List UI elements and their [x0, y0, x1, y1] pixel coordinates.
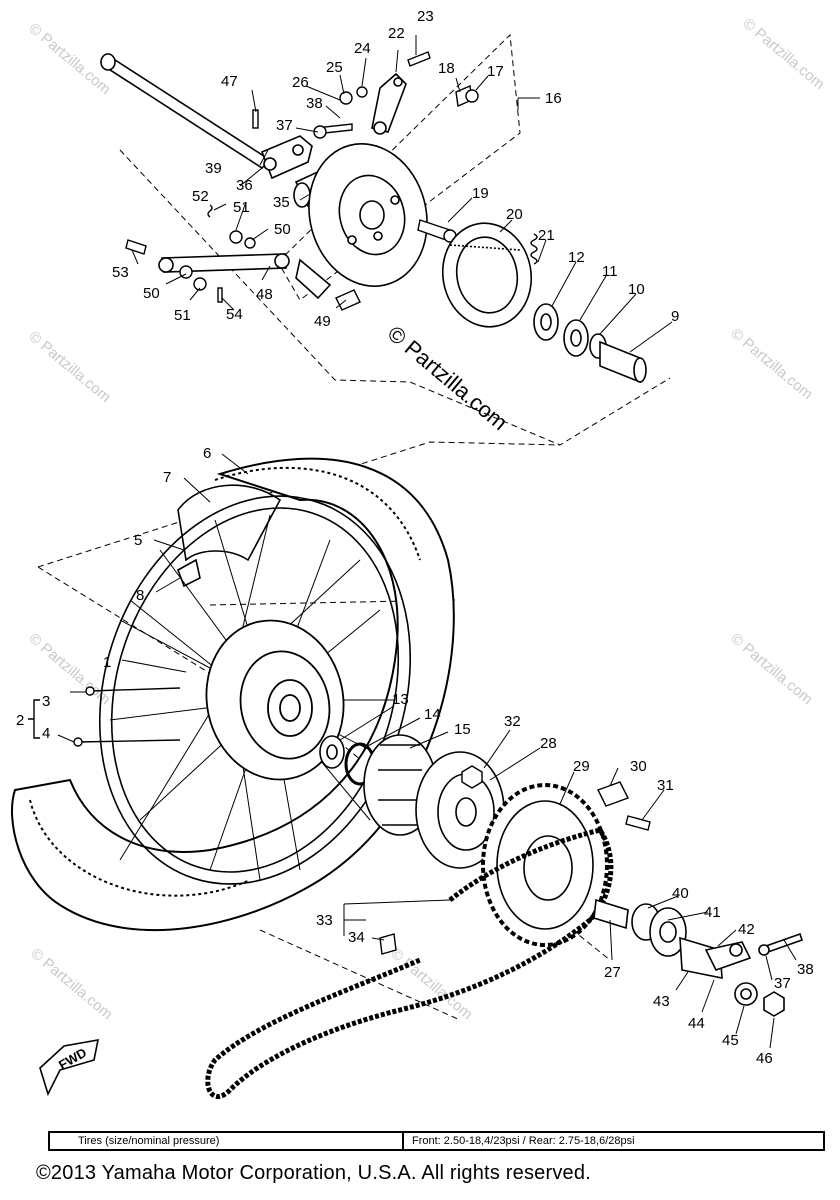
callout-label: 13: [392, 691, 409, 708]
callout-label: 15: [454, 721, 471, 738]
callout-label: 37: [774, 975, 791, 992]
forward-arrow-icon: FWD: [39, 1039, 100, 1097]
callout-label: 28: [540, 735, 557, 752]
brake-spring: [530, 233, 538, 265]
callout-label: 2: [16, 712, 24, 729]
callout-label: 43: [653, 993, 670, 1010]
callout-label: 38: [797, 961, 814, 978]
watermark-text: © Partzilla.com: [27, 945, 115, 1023]
hub-spacer: [599, 340, 647, 384]
callout-label: 39: [205, 160, 222, 177]
callout-label: 52: [192, 188, 209, 205]
callout-label: 51: [174, 307, 191, 324]
brake-shoes: [441, 222, 533, 328]
brake-cam-lever: [371, 72, 407, 135]
callout-label: 8: [136, 587, 144, 604]
callout-label: 9: [671, 308, 679, 325]
rear-sprocket: [481, 783, 609, 947]
torque-arm-hardware: [125, 204, 361, 311]
callout-label: 26: [292, 74, 309, 91]
callout-label: 7: [163, 469, 171, 486]
chain-joint: [379, 933, 397, 955]
callout-label: 18: [438, 60, 455, 77]
callout-label: 41: [704, 904, 721, 921]
drive-chain: [205, 827, 614, 1099]
callout-label: 45: [722, 1032, 739, 1049]
tire-spec-label: Tires (size/nominal pressure): [50, 1133, 404, 1149]
callout-label: 46: [756, 1050, 773, 1067]
callout-label: 35: [273, 194, 290, 211]
watermark-text: © Partzilla.com: [727, 630, 815, 708]
callout-label: 27: [604, 964, 621, 981]
callout-label: 50: [143, 285, 160, 302]
callout-label: 42: [738, 921, 755, 938]
inner-tube: [177, 484, 282, 588]
callout-label: 40: [672, 885, 689, 902]
callout-label: 11: [602, 263, 618, 280]
callout-label: 23: [417, 8, 434, 25]
callout-label: 21: [538, 227, 555, 244]
callout-numbers: 1 2 3 4 5 6 7 8 9 10 11 12 13 14 15 16 1…: [16, 8, 814, 1067]
torque-arm: [158, 253, 290, 273]
callout-label: 3: [42, 693, 50, 710]
callout-label: 22: [388, 25, 405, 42]
callout-label: 37: [276, 117, 293, 134]
center-watermark: © Partzilla.com: [383, 321, 513, 435]
callout-label: 50: [274, 221, 291, 238]
right-axle-parts: [593, 898, 804, 1017]
callout-label: 34: [348, 929, 365, 946]
tire-spec-values: Front: 2.50-18,4/23psi / Rear: 2.75-18,6…: [412, 1135, 635, 1147]
callout-label: 38: [306, 95, 323, 112]
callout-label: 48: [256, 286, 273, 303]
hub-bearings: [533, 303, 607, 359]
rear-axle: [100, 53, 272, 170]
hub-bearing-13: [319, 735, 345, 769]
watermark-text: © Partzilla.com: [739, 15, 827, 93]
callout-label: 53: [112, 264, 129, 281]
callout-label: 17: [487, 63, 504, 80]
callout-label: 54: [226, 306, 243, 323]
watermark-text: © Partzilla.com: [727, 325, 815, 403]
watermark-text: © Partzilla.com: [25, 328, 113, 406]
bracket-2: [28, 699, 40, 739]
callout-label: 20: [506, 206, 523, 223]
callout-label: 4: [42, 725, 50, 742]
callout-label: 31: [657, 777, 674, 794]
callout-label: 47: [221, 73, 238, 90]
sprocket-nut: [461, 765, 483, 789]
watermark-text: © Partzilla.com: [25, 20, 113, 98]
lock-washer-bolt: [597, 781, 651, 831]
wheel-hub: [205, 619, 345, 781]
callout-label: 24: [354, 40, 371, 57]
callout-label: 16: [545, 90, 562, 107]
chain-adjuster-left: [260, 135, 313, 180]
callout-label: 49: [314, 313, 331, 330]
copyright-notice: ©2013 Yamaha Motor Corporation, U.S.A. A…: [36, 1162, 591, 1184]
callout-label: 51: [233, 199, 250, 216]
brake-plate: [295, 143, 428, 300]
callout-label: 29: [573, 758, 590, 775]
tire-spec-table: Tires (size/nominal pressure) Front: 2.5…: [48, 1131, 825, 1151]
callout-label: 25: [326, 59, 343, 76]
callout-label: 12: [568, 249, 585, 266]
callout-label: 44: [688, 1015, 705, 1032]
callout-label: 32: [504, 713, 521, 730]
callout-label: 33: [316, 912, 333, 929]
callout-label: 5: [134, 532, 142, 549]
callout-label: 10: [628, 281, 645, 298]
callout-label: 6: [203, 445, 211, 462]
callout-label: 19: [472, 185, 489, 202]
callout-label: 1: [103, 654, 111, 671]
lever-hardware: [252, 51, 479, 139]
leader-lines: [57, 35, 797, 1049]
callout-label: 36: [236, 177, 253, 194]
callout-label: 30: [630, 758, 647, 775]
callout-label: 14: [424, 706, 441, 723]
